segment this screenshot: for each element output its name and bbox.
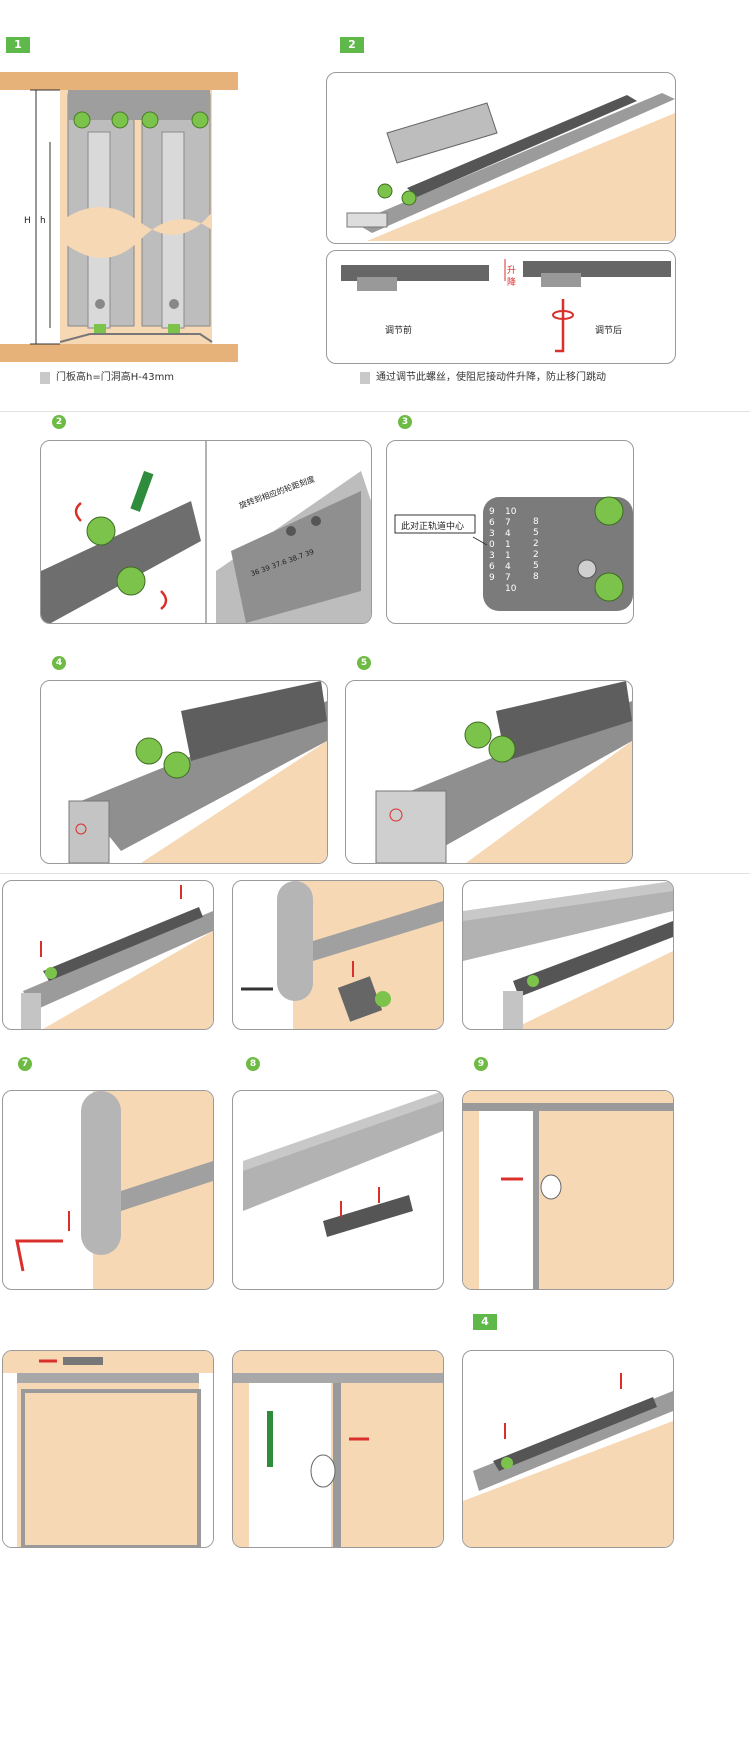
after-adjust-label: 调节后 <box>595 326 623 336</box>
step-dot-9: 9 <box>474 1057 488 1071</box>
before-adjust-label: 调节前 <box>385 326 413 336</box>
install-damper-panel <box>2 880 214 1030</box>
step7-panel <box>2 1090 214 1290</box>
step9-panel <box>462 1090 674 1290</box>
dim-h-label: h <box>40 216 46 226</box>
step-dot-7: 7 <box>18 1057 32 1071</box>
final-install-panel <box>462 1350 674 1548</box>
frame-slide-left-panel <box>2 1350 214 1548</box>
track-center-label: 此对正轨道中心 <box>401 522 465 532</box>
caption-damper-adjust: 通过调节此螺丝，使阻尼接动件升降，防止移门跳动 <box>356 370 606 386</box>
step5-panel <box>345 680 633 864</box>
up-label: 升 <box>507 266 517 276</box>
step4-panel <box>40 680 328 864</box>
track-mount-panel <box>462 880 674 1030</box>
scale-middle: 10 7 4 1 1 4 7 10 <box>505 507 517 594</box>
caption-door-height: 门板高h=门洞高H-43mm <box>36 370 175 386</box>
step-badge-1: 1 <box>6 37 30 53</box>
step-dot-8: 8 <box>246 1057 260 1071</box>
track-center-panel: 此对正轨道中心 9 6 3 0 3 6 9 10 7 4 1 1 4 7 10 … <box>386 440 634 624</box>
step8-panel <box>232 1090 444 1290</box>
step-dot-4: 4 <box>52 656 66 670</box>
wheel-adjust-panel: 旋转到相应的轮距刻度 36 39 37.6 38.7 39 <box>40 440 372 624</box>
install-roller-panel <box>232 880 444 1030</box>
step-badge-4: 4 <box>473 1314 497 1330</box>
step-badge-2: 2 <box>340 37 364 53</box>
step-dot-5: 5 <box>357 656 371 670</box>
step-dot-2: 2 <box>52 415 66 429</box>
scale-left: 9 6 3 0 3 6 9 <box>489 507 495 583</box>
down-label: 降 <box>507 278 517 288</box>
dim-H-label: H <box>24 216 31 226</box>
door-height-diagram: H h <box>0 72 238 362</box>
damper-adjust-panel: 升 降 调节前 调节后 <box>326 250 676 364</box>
frame-slide-right-panel <box>232 1350 444 1548</box>
scale-right: 8 5 2 2 5 8 <box>533 517 539 582</box>
step-dot-3: 3 <box>398 415 412 429</box>
damper-top-view-panel <box>326 72 676 244</box>
